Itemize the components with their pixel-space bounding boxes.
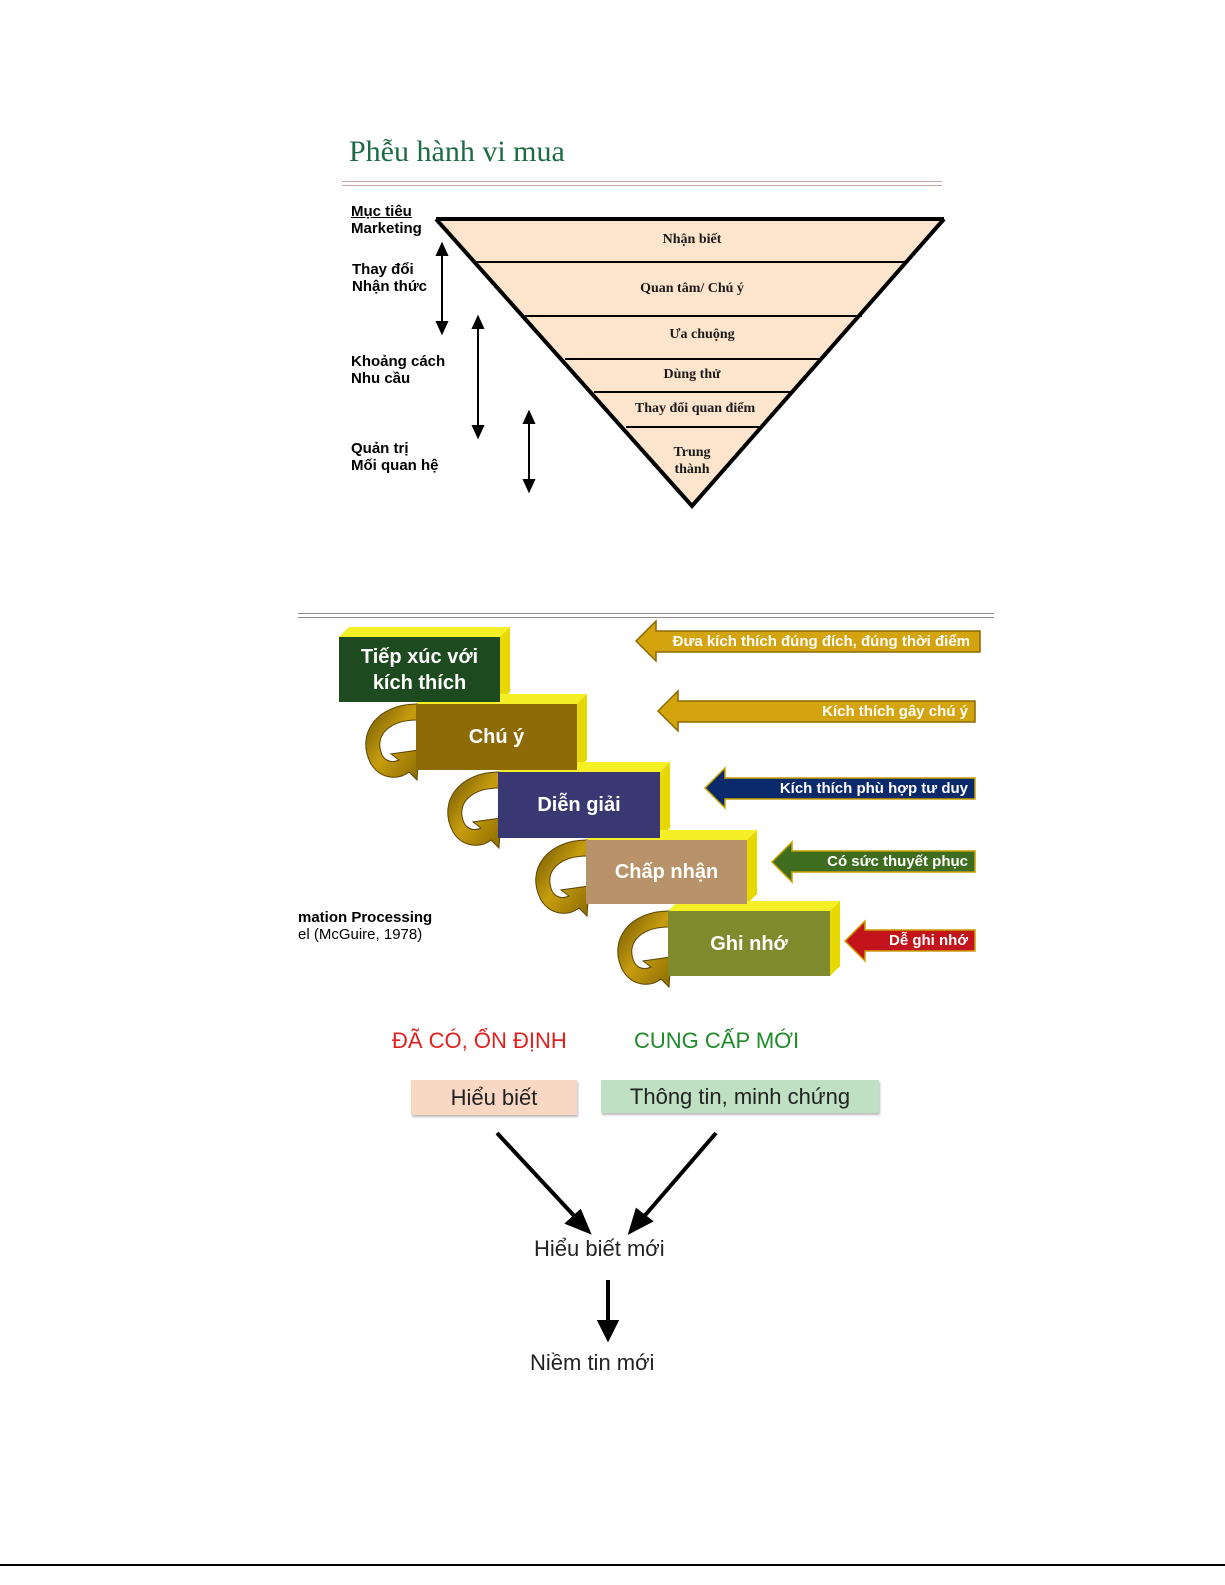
existing-knowledge-box: Hiểu biết <box>411 1080 577 1115</box>
side-label-need-gap: Khoảng cách Nhu cầu <box>351 353 445 387</box>
side-label-line: Mối quan hệ <box>351 457 439 474</box>
side-label-line: Quản trị <box>351 440 409 457</box>
tier-loyalty-line2: thành <box>674 462 710 477</box>
side-label-line: Mục tiêu <box>351 203 412 220</box>
range-arrow-3 <box>522 409 536 494</box>
step-label: kích thích <box>372 671 467 694</box>
stimulus-arrow-1 <box>634 619 981 663</box>
stimulus-text-4: Có sức thuyết phục <box>827 853 968 870</box>
step-label: Ghi nhớ <box>710 932 788 955</box>
new-information-label: Thông tin, minh chứng <box>629 1083 851 1109</box>
belief-flow-arrows <box>495 1131 718 1343</box>
side-label-relationship: Quản trị Mối quan hệ <box>351 440 439 474</box>
side-label-line: Marketing <box>351 220 422 237</box>
step-interpretation: Diễn giải <box>498 772 660 838</box>
existing-knowledge-label: Hiểu biết <box>450 1084 538 1110</box>
step-label: Chấp nhận <box>614 861 719 883</box>
side-label-line: Thay đổi <box>352 261 414 278</box>
stimulus-arrow-4 <box>770 840 976 884</box>
funnel-fill <box>436 219 944 506</box>
caption-line-2: el (McGuire, 1978) <box>298 926 423 943</box>
title-divider-top <box>342 181 942 182</box>
side-label-line: Khoảng cách <box>351 353 446 370</box>
arrow-new-to-result <box>627 1131 718 1235</box>
arrow-result-to-belief <box>596 1280 620 1343</box>
side-label-marketing-goal: Mục tiêu Marketing <box>351 203 422 237</box>
curved-connectors <box>365 703 672 989</box>
section-divider-top <box>298 613 994 614</box>
side-label-line: Nhận thức <box>352 278 428 295</box>
funnel-title: Phễu hành vi mua <box>349 135 565 168</box>
stimulus-text-2: Kích thích gây chú ý <box>822 703 968 720</box>
tier-trial: Dùng thử <box>663 367 721 382</box>
curve-arrow-1 <box>365 703 420 782</box>
existing-heading: ĐÃ CÓ, ỔN ĐỊNH <box>392 1028 567 1053</box>
step-label: Chú ý <box>468 726 525 748</box>
stimulus-text-1: Đưa kích thích đúng đích, đúng thời điểm <box>672 633 970 650</box>
step-label: Tiếp xúc với <box>360 645 479 668</box>
tier-interest: Quan tâm/ Chú ý <box>640 281 744 296</box>
step-label: Diễn giải <box>537 794 621 816</box>
side-label-line: Nhu cầu <box>351 370 411 387</box>
step-attention: Chú ý <box>416 704 577 770</box>
tier-awareness: Nhận biết <box>662 232 722 247</box>
title-divider-bottom <box>342 185 942 186</box>
arrow-existing-to-result <box>495 1131 592 1235</box>
new-heading: CUNG CẤP MỚI <box>634 1028 800 1053</box>
curve-arrow-2 <box>447 771 502 850</box>
caption-line-1: mation Processing <box>298 909 433 926</box>
section-divider-bottom <box>298 617 994 618</box>
stimulus-arrow-5 <box>843 919 976 963</box>
tier-dividers <box>474 261 907 428</box>
tier-attitude-change: Thay đổi quan điểm <box>634 401 756 416</box>
funnel-sides <box>434 217 946 510</box>
page-bottom-border <box>0 1564 1225 1566</box>
stimulus-text-3: Kích thích phù hợp tư duy <box>779 780 968 797</box>
step-retention: Ghi nhớ <box>668 911 830 976</box>
step-exposure: Tiếp xúc với kích thích <box>339 637 500 702</box>
step-acceptance: Chấp nhận <box>586 840 747 904</box>
side-label-change-perception: Thay đổi Nhận thức <box>352 261 427 295</box>
tier-loyalty-line1: Trung <box>673 445 711 460</box>
range-arrow-1 <box>435 241 449 336</box>
range-arrow-2 <box>471 314 485 440</box>
new-information-box: Thông tin, minh chứng <box>601 1080 879 1113</box>
stimulus-arrow-3 <box>703 766 976 810</box>
model-caption: mation Processing el (McGuire, 1978) <box>298 909 458 943</box>
tier-preference: Ưa chuộng <box>669 327 735 342</box>
step-block-1-3d <box>339 627 510 702</box>
new-knowledge-text: Hiểu biết mới <box>534 1236 665 1261</box>
new-belief-text: Niềm tin mới <box>530 1350 655 1375</box>
stimulus-arrows <box>634 619 981 963</box>
range-arrows <box>435 241 536 494</box>
stimulus-arrow-2 <box>656 689 976 733</box>
curve-arrow-4 <box>617 910 672 989</box>
curve-arrow-3 <box>535 839 590 918</box>
funnel-diagram <box>434 217 946 510</box>
stimulus-text-5: Dễ ghi nhớ <box>889 932 968 949</box>
